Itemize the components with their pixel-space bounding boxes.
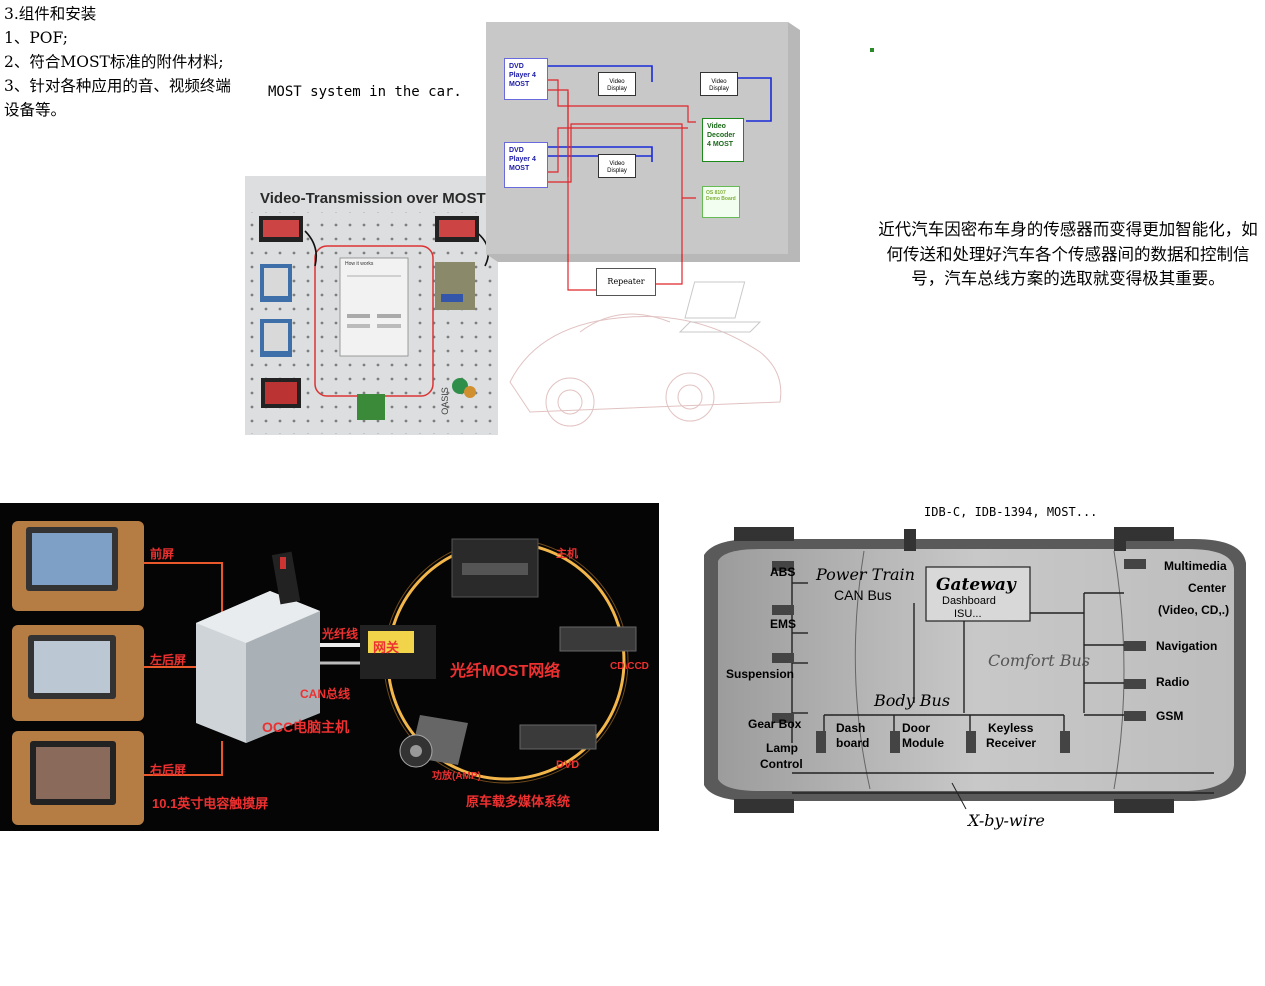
car-sketch-background [509,281,782,427]
label-most-network: 光纤MOST网络 [450,663,561,680]
video-display-3-box: Video Display [700,72,738,96]
list-item: 3、针对各种应用的音、视频终端设备等。 [4,77,231,119]
label-screen-spec: 10.1英寸电容触摸屏 [152,796,269,811]
car-bus-illustration [704,527,1246,813]
label-gear-box: Gear Box [748,717,802,731]
dvd-player-1-box: DVD Player 4 MOST [504,58,548,100]
label-occ-host: OCC电脑主机 [262,719,350,735]
label-left-rear-screen: 左后屏 [150,653,187,667]
label-navigation: Navigation [1156,639,1218,653]
label-door-module-1: Door [902,721,930,735]
label-gateway: Gateway [936,575,1016,595]
section-heading: 3.组件和安装 [4,5,97,23]
label-isu: ISU... [954,608,982,620]
label-gateway: 网关 [373,640,400,655]
board-illustration [245,176,498,435]
label-gsm: GSM [1156,709,1184,723]
bus-description-paragraph: 近代汽车因密布车身的传感器而变得更加智能化，如何传送和处理好汽车各个传感器间的数… [878,220,1258,288]
label-right-rear-screen: 右后屏 [150,763,187,777]
car-bus-diagram: IDB-C, IDB-1394, MOST... ABS EMS Suspens… [694,503,1256,838]
label-dashboard: Dashboard [942,595,996,607]
occ-multimedia-system-photo: 前屏 左后屏 右后屏 光纤线 网关 CAN总线 OCC电脑主机 光纤MOST网络… [0,503,659,831]
board-title: Video-Transmission over MOST [260,190,486,207]
list-item: 1、POF; [4,29,68,47]
label-keyless-2: Receiver [986,736,1037,750]
label-can-bus: CAN Bus [834,587,892,603]
label-ems: EMS [770,617,797,631]
label-suspension: Suspension [726,667,795,681]
label-x-by-wire: X-by-wire [968,811,1045,830]
label-multimedia-1: Multimedia [1164,559,1227,573]
label-cd: CD\CCD [610,661,649,672]
diagram-overflow-lines [567,254,683,291]
label-can-bus: CAN总线 [300,687,350,701]
os-demo-board-box: OS 8107 Demo Board [702,186,740,218]
left-text-block: 3.组件和安装 1、POF; 2、符合MOST标准的附件材料; 3、针对各种应用… [4,2,239,122]
label-keyless-1: Keyless [988,721,1034,735]
label-amp: 功放(AMP) [432,771,481,782]
most-block-diagram: DVD Player 4 MOST DVD Player 4 MOST Vide… [486,22,800,296]
label-dash-board-1: Dash [836,721,866,735]
label-top-buses: IDB-C, IDB-1394, MOST... [924,505,1098,519]
label-comfort-bus: Comfort Bus [988,651,1091,670]
video-display-1-box: Video Display [598,72,636,96]
label-front-screen: 前屏 [150,547,175,561]
occ-illustration [12,521,637,825]
label-lamp-control-1: Lamp [766,741,799,755]
video-display-2-box: Video Display [598,154,636,178]
label-abs: ABS [770,565,796,579]
label-door-module-2: Module [902,736,944,750]
green-mark [870,48,874,52]
video-decoder-box: Video Decoder 4 MOST [702,118,744,162]
video-transmission-board-photo: Video-Transmission over MOST How it work… [245,176,498,435]
label-multimedia-2: Center [1188,581,1227,595]
label-multimedia-3: (Video, CD,.) [1158,603,1230,617]
oasis-logo: OASIS [439,387,450,415]
dvd-player-2-box: DVD Player 4 MOST [504,142,548,188]
label-fiber-line: 光纤线 [322,627,359,641]
label-dvd: DVD [556,759,580,771]
list-item: 2、符合MOST标准的附件材料; [4,53,224,71]
label-oem-system: 原车载多媒体系统 [466,794,571,809]
most-caption: MOST system in the car. [268,84,462,100]
poster-title: How it works [345,261,374,267]
label-body-bus: Body Bus [874,691,951,710]
label-dash-board-2: board [836,736,870,750]
label-lamp-control-2: Control [760,757,803,771]
label-radio: Radio [1156,675,1190,689]
label-head-unit: 主机 [556,548,578,560]
repeater-box: Repeater [596,268,656,296]
label-power-train: Power Train [816,565,915,584]
